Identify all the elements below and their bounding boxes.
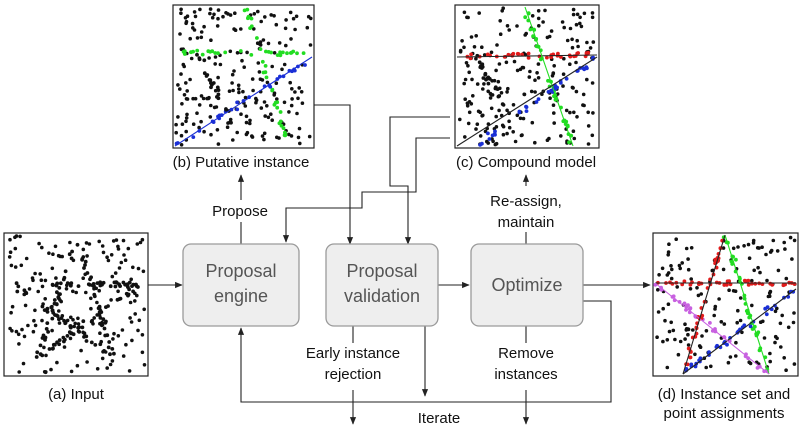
putative-caption: (b) Putative instance — [173, 154, 310, 171]
proposal-engine-label-1: Proposal — [205, 261, 276, 281]
optimize-label: Optimize — [491, 275, 562, 295]
result-caption-1: (d) Instance set and — [658, 386, 791, 403]
point-cloud — [174, 7, 313, 147]
remove-label-1: Remove — [498, 345, 554, 362]
compound-model-panel — [454, 4, 600, 149]
proposal-engine-box: Proposal engine — [182, 243, 300, 327]
optimize-box: Optimize — [470, 243, 584, 327]
proposal-validation-label-1: Proposal — [346, 261, 417, 281]
propose-label: Propose — [212, 203, 268, 220]
arrow-putative-to-validation — [313, 104, 354, 245]
remove-label-2: instances — [494, 366, 557, 383]
arrow-iterate-loop — [237, 300, 612, 403]
early-rejection-label-2: rejection — [325, 366, 382, 383]
panel-frame — [454, 4, 600, 149]
result-caption-2: point assignments — [664, 405, 785, 422]
connectors — [148, 104, 651, 425]
arrow-compound-to-validation — [389, 116, 450, 245]
putative-instance-panel — [172, 4, 315, 149]
early-rejection-label-1: Early instance — [306, 345, 400, 362]
result-panel — [652, 232, 799, 377]
input-panel — [3, 232, 149, 377]
input-caption: (a) Input — [48, 386, 105, 403]
point-cloud — [458, 6, 596, 147]
panel-frame — [3, 232, 149, 377]
compound-caption: (c) Compound model — [456, 154, 596, 171]
reassign-label-1: Re-assign, — [490, 193, 562, 210]
panel-frame — [172, 4, 315, 149]
proposal-validation-box: Proposal validation — [325, 243, 439, 327]
proposal-engine-label-2: engine — [214, 286, 268, 306]
point-cloud — [7, 234, 147, 375]
iterate-label: Iterate — [418, 410, 461, 427]
proposal-validation-label-2: validation — [344, 286, 420, 306]
arrow-compound-to-engine — [282, 137, 450, 243]
reassign-label-2: maintain — [498, 214, 555, 231]
